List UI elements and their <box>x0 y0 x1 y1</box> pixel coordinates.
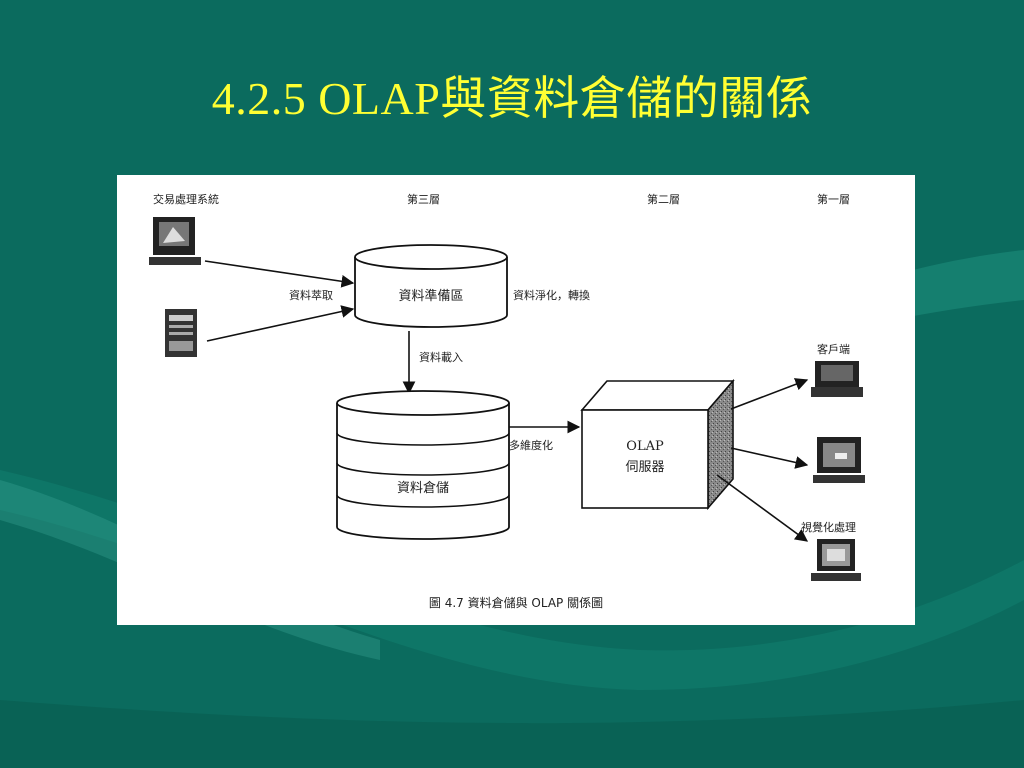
diagram-canvas: 交易處理系統 第三層 第二層 第一層 資料萃取 資料準備區 資料淨化，轉 <box>149 192 865 610</box>
visualization-workstation-icon <box>811 539 861 581</box>
slide-title: 4.2.5 OLAP與資料倉儲的關係 <box>211 73 813 124</box>
visualization-label: 視覺化處理 <box>801 520 856 534</box>
client-arrow-1 <box>730 378 809 410</box>
staging-label: 資料準備區 <box>398 288 463 304</box>
client-arrow-3 <box>716 474 809 542</box>
multidim-label: 多維度化 <box>509 438 553 452</box>
figure-caption: 圖 4.7 資料倉儲與 OLAP 關係圖 <box>429 595 603 610</box>
staging-area-cylinder <box>354 244 508 328</box>
client-computer-icon <box>813 437 865 483</box>
layer2-label: 第二層 <box>647 192 680 206</box>
extract-arrow-2 <box>206 305 355 342</box>
olap-server-cube <box>580 378 735 511</box>
olap-label-line1: OLAP <box>626 439 664 454</box>
layer-source-label: 交易處理系統 <box>153 192 219 206</box>
server-icon <box>165 309 197 357</box>
load-label: 資料載入 <box>419 350 463 364</box>
warehouse-label: 資料倉儲 <box>397 481 449 496</box>
client-terminal-icon <box>811 361 863 397</box>
olap-label-line2: 伺服器 <box>625 460 664 475</box>
data-warehouse-cylinder <box>336 390 510 540</box>
client-label: 客戶端 <box>817 342 850 356</box>
clean-label: 資料淨化，轉換 <box>513 288 590 302</box>
layer3-label: 第三層 <box>407 192 440 206</box>
client-arrow-2 <box>730 447 809 469</box>
terminal-icon <box>149 217 201 265</box>
extract-label: 資料萃取 <box>289 288 333 302</box>
extract-arrow-1 <box>204 260 355 288</box>
diagram-figure: 交易處理系統 第三層 第二層 第一層 資料萃取 資料準備區 資料淨化，轉 <box>117 175 915 625</box>
layer1-label: 第一層 <box>817 192 850 206</box>
